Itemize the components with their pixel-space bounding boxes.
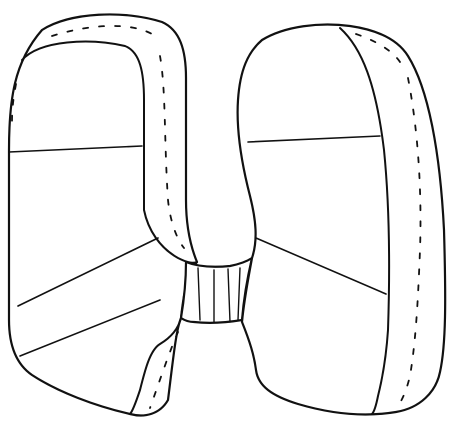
right-piece-outline (238, 25, 446, 415)
right-piece (238, 25, 446, 415)
left-piece (9, 14, 197, 415)
left-piece-outline (9, 14, 197, 415)
connector-body (181, 258, 252, 323)
central-connector (181, 258, 252, 323)
